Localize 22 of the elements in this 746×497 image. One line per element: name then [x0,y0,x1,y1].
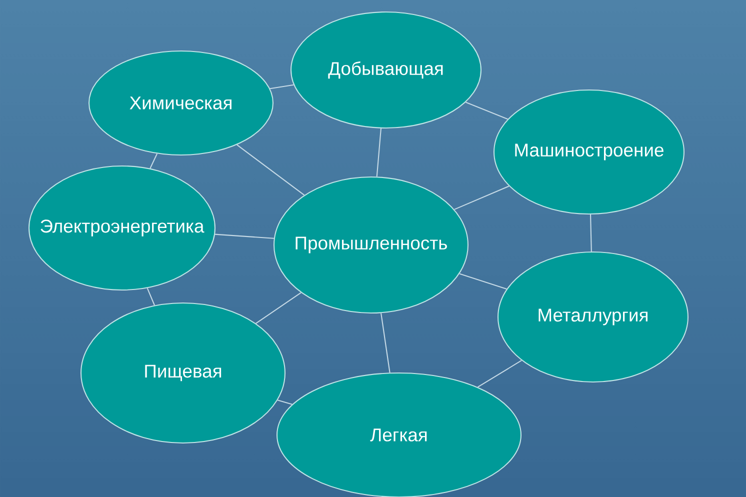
connector-line [215,234,274,239]
connector-line [277,400,292,405]
connector-line [380,313,390,373]
connector-line [459,273,507,290]
connector-line [146,288,155,306]
industry-oval: Металлургия [497,251,689,383]
industry-oval: Добывающая [290,11,482,129]
connector-line [150,154,158,169]
connector-line [236,144,305,196]
connector-line [256,292,302,324]
industry-oval: Промышленность [273,176,469,314]
connector-line [466,102,508,120]
connector-line [376,128,382,177]
connector-line [454,186,510,210]
industry-oval: Электроэнергетика [28,165,216,290]
connector-line [590,214,592,252]
industry-oval: Химическая [88,50,274,156]
industry-oval: Машиностроение [493,89,685,215]
connector-line [270,84,294,90]
industry-oval: Пищевая [80,302,286,444]
connector-line [477,360,522,388]
industry-oval: Легкая [276,372,522,497]
